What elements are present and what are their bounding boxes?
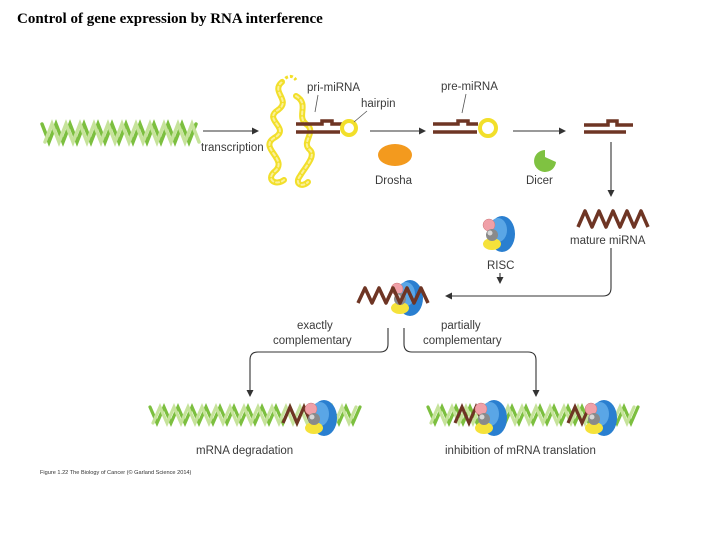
dna-strand-light-green [43, 119, 201, 147]
mirna-duplex [584, 119, 633, 134]
label-pre-mirna: pre-miRNA [441, 81, 498, 93]
label-partially: partially [441, 320, 481, 332]
pri-mirna-pointer [314, 94, 319, 113]
dicer-enzyme [534, 150, 556, 172]
label-mrna-degradation: mRNA degradation [196, 445, 293, 457]
label-transcription: transcription [201, 142, 264, 154]
risc-mirna-complex [356, 279, 430, 317]
dna-helix [40, 119, 201, 147]
mirna-merge-line [445, 248, 612, 300]
mrna-degradation-target [148, 399, 362, 437]
label-risc: RISC [487, 260, 514, 272]
figure-caption: Figure 1.22 The Biology of Cancer (© Gar… [40, 469, 192, 476]
label-partially-complementary: complementary [423, 335, 502, 347]
pre-mirna-hairpin [433, 118, 498, 138]
label-dicer: Dicer [526, 175, 553, 187]
pre-mirna-pointer [461, 93, 467, 114]
hairpin-pointer [353, 110, 368, 123]
exact-branch-arrow [246, 328, 389, 397]
label-mature-mirna: mature miRNA [570, 235, 646, 247]
label-drosha: Drosha [375, 175, 413, 187]
pri-mirna-transcript [266, 74, 358, 188]
drosha-enzyme [378, 144, 412, 166]
label-exactly: exactly [297, 320, 333, 332]
label-inhibition: inhibition of mRNA translation [445, 445, 596, 457]
label-hairpin: hairpin [361, 98, 396, 110]
slide-title: Control of gene expression by RNA interf… [17, 11, 323, 27]
mature-mirna-strand [576, 209, 650, 229]
risc-complex [482, 215, 516, 253]
label-exactly-complementary: complementary [273, 335, 352, 347]
label-pri-mirna: pri-miRNA [307, 82, 360, 94]
mrna-inhibition-target [426, 399, 640, 437]
partial-branch-arrow [403, 328, 540, 397]
